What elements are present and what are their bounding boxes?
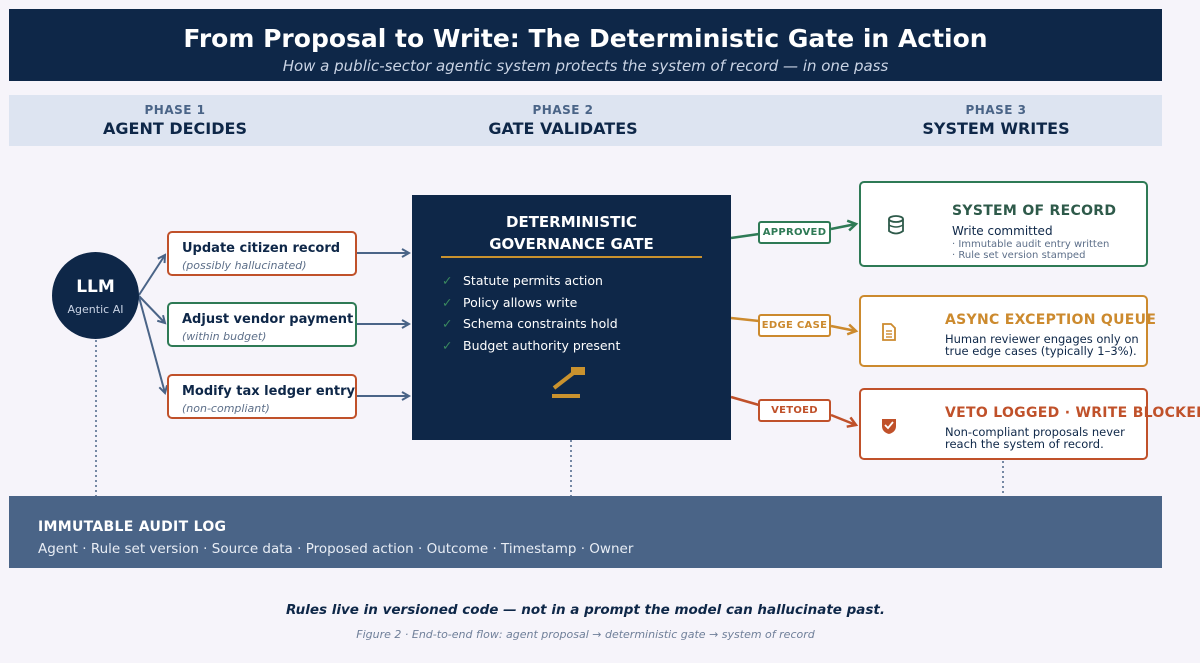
proposal-title: Modify tax ledger entry [182, 384, 355, 399]
proposal-note: (non-compliant) [182, 402, 270, 415]
phase-band: PHASE 1 AGENT DECIDES PHASE 2 GATE VALID… [9, 95, 1162, 146]
check-icon: ✓ [442, 273, 453, 288]
figure-caption: Figure 2 · End-to-end flow: agent propos… [356, 628, 815, 641]
gate-title-line-2: GOVERNANCE GATE [489, 235, 654, 253]
check-icon: ✓ [442, 295, 453, 310]
veto-line [730, 395, 760, 407]
check-label: Schema constraints hold [463, 316, 618, 331]
llm-label: LLM [76, 277, 115, 297]
phase-2-header: PHASE 2 GATE VALIDATES [403, 103, 723, 138]
proposal-title: Update citizen record [182, 241, 341, 256]
database-icon [888, 215, 904, 235]
phase-2-number: PHASE 2 [532, 103, 594, 117]
proposal-note: (possibly hallucinated) [182, 259, 307, 272]
approved-tag: APPROVED [758, 221, 831, 244]
audit-log-banner: IMMUTABLE AUDIT LOG Agent · Rule set ver… [9, 496, 1162, 568]
check-label: Statute permits action [463, 273, 603, 288]
queue-line-1: Human reviewer engages only on [945, 332, 1139, 346]
record-title: SYSTEM OF RECORD [952, 203, 1117, 219]
gate-check-1: ✓ Statute permits action [442, 273, 603, 288]
gate-title: DETERMINISTIC GOVERNANCE GATE [412, 211, 731, 255]
llm-to-proposal-2-arrow [138, 295, 165, 323]
veto-line-2: reach the system of record. [945, 437, 1104, 451]
gate-check-4: ✓ Budget authority present [442, 338, 620, 353]
proposal-title: Adjust vendor payment [182, 312, 354, 327]
llm-agent-node: LLM Agentic AI [52, 252, 139, 339]
audit-log-fields: Agent · Rule set version · Source data ·… [38, 541, 634, 557]
tagline: Rules live in versioned code — not in a … [285, 602, 886, 618]
agent-role: Agentic AI [67, 303, 124, 316]
veto-title: VETO LOGGED · WRITE BLOCKED [945, 405, 1200, 421]
proposal-modify-tax-ledger: Modify tax ledger entry (non-compliant) [167, 374, 357, 419]
audit-log-title: IMMUTABLE AUDIT LOG [38, 519, 227, 535]
queue-title: ASYNC EXCEPTION QUEUE [945, 312, 1157, 328]
gate-title-line-1: DETERMINISTIC [506, 213, 637, 231]
edge-case-tag: EDGE CASE [758, 314, 831, 337]
governance-gate: DETERMINISTIC GOVERNANCE GATE ✓ Statute p… [412, 195, 731, 440]
phase-1-label: AGENT DECIDES [103, 119, 247, 138]
check-icon: ✓ [442, 316, 453, 331]
check-label: Policy allows write [463, 295, 578, 310]
page-subtitle: How a public-sector agentic system prote… [282, 57, 889, 75]
title-banner: From Proposal to Write: The Deterministi… [9, 9, 1162, 81]
edge-arrow [830, 326, 856, 331]
phase-3-header: PHASE 3 SYSTEM WRITES [836, 103, 1156, 138]
vetoed-tag: VETOED [758, 399, 831, 422]
proposal-adjust-vendor-payment: Adjust vendor payment (within budget) [167, 302, 357, 347]
page-title: From Proposal to Write: The Deterministi… [183, 24, 988, 53]
record-detail-1: · Immutable audit entry written [952, 239, 1110, 250]
veto-box: VETO LOGGED · WRITE BLOCKED Non-complian… [859, 388, 1200, 460]
system-of-record-box: SYSTEM OF RECORD Write committed · Immut… [859, 181, 1148, 267]
check-label: Budget authority present [463, 338, 621, 353]
proposal-note: (within budget) [182, 330, 267, 343]
phase-1-number: PHASE 1 [144, 103, 206, 117]
queue-line-2: true edge cases (typically 1–3%). [945, 344, 1137, 358]
veto-line-1: Non-compliant proposals never [945, 425, 1125, 439]
exception-queue-box: ASYNC EXCEPTION QUEUE Human reviewer eng… [859, 295, 1156, 367]
gate-divider [441, 256, 702, 258]
edge-line [730, 316, 760, 323]
shield-check-icon [882, 419, 896, 434]
proposal-update-citizen-record: Update citizen record (possibly hallucin… [167, 231, 357, 276]
veto-arrow [830, 413, 856, 425]
check-icon: ✓ [442, 338, 453, 353]
document-icon [882, 323, 896, 341]
record-status: Write committed [952, 224, 1053, 238]
gate-check-3: ✓ Schema constraints hold [442, 316, 618, 331]
phase-2-label: GATE VALIDATES [488, 119, 638, 138]
approved-arrow [830, 224, 856, 229]
gate-check-2: ✓ Policy allows write [442, 295, 577, 310]
phase-3-number: PHASE 3 [965, 103, 1027, 117]
record-detail-2: · Rule set version stamped [952, 250, 1086, 261]
approved-line [730, 232, 760, 240]
phase-1-header: PHASE 1 AGENT DECIDES [15, 103, 335, 138]
llm-to-proposal-3-arrow [138, 296, 165, 393]
llm-to-proposal-1-arrow [138, 255, 165, 296]
gavel-icon [552, 367, 585, 398]
phase-3-label: SYSTEM WRITES [922, 119, 1070, 138]
